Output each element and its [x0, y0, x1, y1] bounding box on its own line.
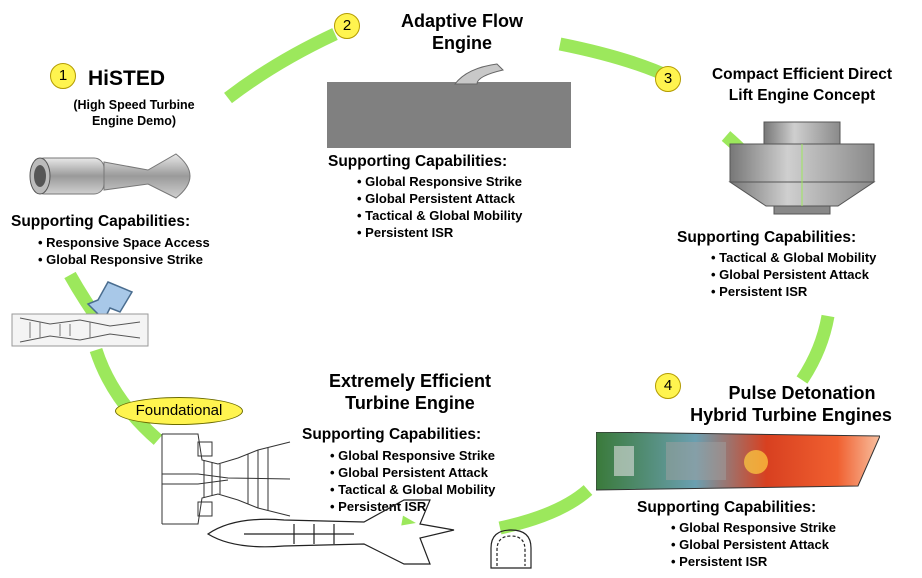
stage-3-title: Compact Efficient Direct Lift Engine Con…	[686, 64, 918, 106]
stage-1-capabilities-heading: Supporting Capabilities:	[11, 213, 191, 230]
turbine-schematic-small	[11, 313, 149, 347]
capability-item: Responsive Space Access	[38, 234, 210, 251]
aircraft-profile-image	[206, 499, 455, 565]
arc-4-to-center	[498, 485, 593, 535]
foundational-badge: Foundational	[115, 397, 243, 425]
stage-3-badge: 3	[655, 66, 681, 92]
histed-engine-image	[29, 153, 191, 199]
arc-1-to-2	[224, 28, 338, 104]
capability-item: Global Responsive Strike	[671, 519, 836, 536]
center-capabilities-heading: Supporting Capabilities:	[302, 426, 482, 443]
arc-left-lower	[89, 347, 163, 445]
stage-2-capabilities-heading: Supporting Capabilities:	[328, 153, 508, 170]
stage-3-capabilities-heading: Supporting Capabilities:	[677, 229, 857, 246]
stage-1-subtitle: (High Speed Turbine Engine Demo)	[44, 97, 224, 129]
capability-item: Tactical & Global Mobility	[711, 249, 876, 266]
capability-item: Persistent ISR	[671, 553, 836, 570]
arc-3-to-4	[796, 314, 835, 384]
stage-1-subtitle-line-2: Engine Demo)	[91, 114, 177, 128]
stage-4-capabilities-heading: Supporting Capabilities:	[637, 499, 817, 516]
stage-2-capabilities-list: Global Responsive Strike Global Persiste…	[357, 173, 522, 241]
capability-item: Global Responsive Strike	[38, 251, 210, 268]
capability-item: Tactical & Global Mobility	[357, 207, 522, 224]
stage-3-capabilities-list: Tactical & Global Mobility Global Persis…	[711, 249, 876, 300]
direct-lift-engine-image	[728, 121, 876, 215]
capability-item: Persistent ISR	[330, 498, 495, 515]
stage-1-badge: 1	[50, 63, 76, 89]
adaptive-flow-engine-image	[327, 63, 571, 148]
stage-4-badge: 4	[655, 373, 681, 399]
stage-3-title-line-2: Lift Engine Concept	[728, 87, 876, 104]
center-title-line-2: Turbine Engine	[345, 393, 475, 413]
stage-3-title-line-1: Compact Efficient Direct	[711, 66, 892, 83]
capability-item: Persistent ISR	[711, 283, 876, 300]
capability-item: Global Persistent Attack	[357, 190, 522, 207]
stage-2-title-line-1: Adaptive Flow	[400, 11, 523, 31]
arc-arrow-head	[401, 515, 416, 526]
stage-1-title: HiSTED	[88, 67, 166, 90]
center-title: Extremely Efficient Turbine Engine	[300, 370, 520, 414]
center-capabilities-list: Global Responsive Strike Global Persiste…	[330, 447, 495, 515]
stage-4-title-line-1: Pulse Detonation	[728, 383, 876, 403]
capability-item: Global Persistent Attack	[671, 536, 836, 553]
stage-1-subtitle-line-1: (High Speed Turbine	[73, 98, 195, 112]
stage-4-title-line-2: Hybrid Turbine Engines	[690, 405, 892, 425]
stage-2-title-line-2: Engine	[431, 33, 492, 53]
turbine-cross-section-image	[161, 433, 291, 525]
stage-4-title: Pulse Detonation Hybrid Turbine Engines	[660, 382, 922, 426]
capability-item: Global Persistent Attack	[711, 266, 876, 283]
engine-inlet-image	[490, 529, 532, 569]
capability-item: Global Persistent Attack	[330, 464, 495, 481]
capability-item: Global Responsive Strike	[330, 447, 495, 464]
stage-4-capabilities-list: Global Responsive Strike Global Persiste…	[671, 519, 836, 570]
stage-2-badge: 2	[334, 13, 360, 39]
capability-item: Persistent ISR	[357, 224, 522, 241]
stage-1-capabilities-list: Responsive Space Access Global Responsiv…	[38, 234, 210, 268]
stage-2-title: Adaptive Flow Engine	[362, 10, 562, 54]
pulse-detonation-engine-image	[596, 432, 880, 491]
capability-item: Tactical & Global Mobility	[330, 481, 495, 498]
capability-item: Global Responsive Strike	[357, 173, 522, 190]
center-title-line-1: Extremely Efficient	[328, 371, 492, 391]
